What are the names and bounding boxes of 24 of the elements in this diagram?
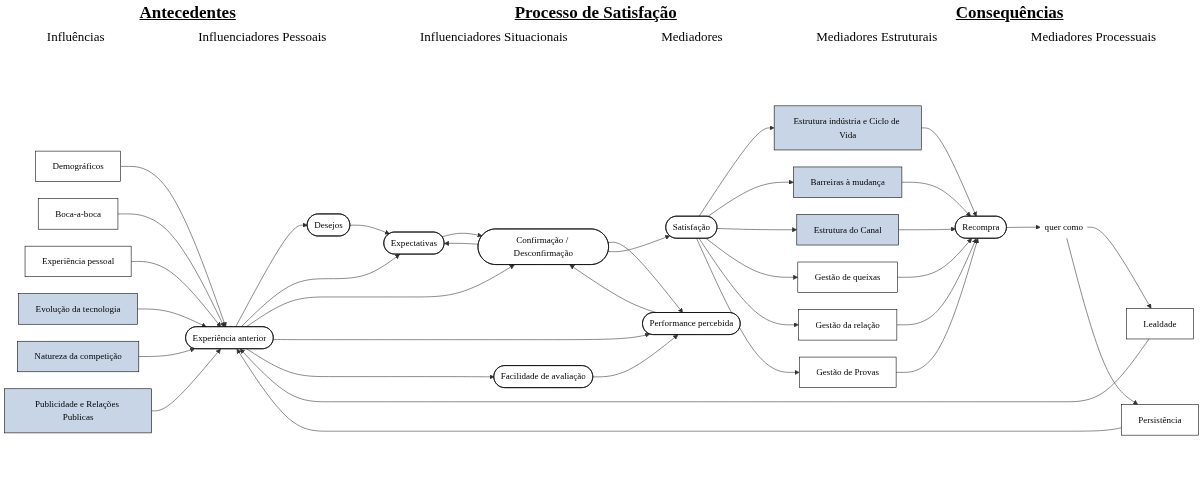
node-box: Natureza da competição [17,340,140,373]
group-label: Influenciadores Situacionais [420,29,568,45]
node-box: Gestão de Provas [799,356,897,388]
node-box: Publicidade e Relações Publicas [4,388,152,434]
node-box: Evolução da tecnologia [18,293,138,325]
node-box: Gestão de queixas [797,261,898,293]
node-box: Experiência pessoal [24,245,132,277]
section-heading: Antecedentes [139,3,236,23]
node-box: Persistência [1121,404,1199,436]
section-heading: Processo de Satisfação [514,3,677,23]
group-label: Mediadores Estruturais [816,29,938,45]
node-box: Boca-a-boca [37,198,119,230]
node-box: Estrutura do Canal [796,214,899,246]
node-box: Demográficos [35,150,121,182]
group-label: Influências [46,29,105,45]
node-box: Estrutura indústria e Ciclo de Vida [773,105,922,151]
node-box: Barreiras à mudança [793,166,903,198]
section-heading: Consequências [955,3,1064,23]
node-text: quer como [1044,222,1084,232]
group-label: Mediadores Processuais [1030,29,1157,45]
group-label: Mediadores [661,29,723,45]
node-box: Gestão da relação [798,309,898,341]
node-box: Lealdade [1126,308,1194,340]
group-label: Influenciadores Pessoais [198,29,327,45]
